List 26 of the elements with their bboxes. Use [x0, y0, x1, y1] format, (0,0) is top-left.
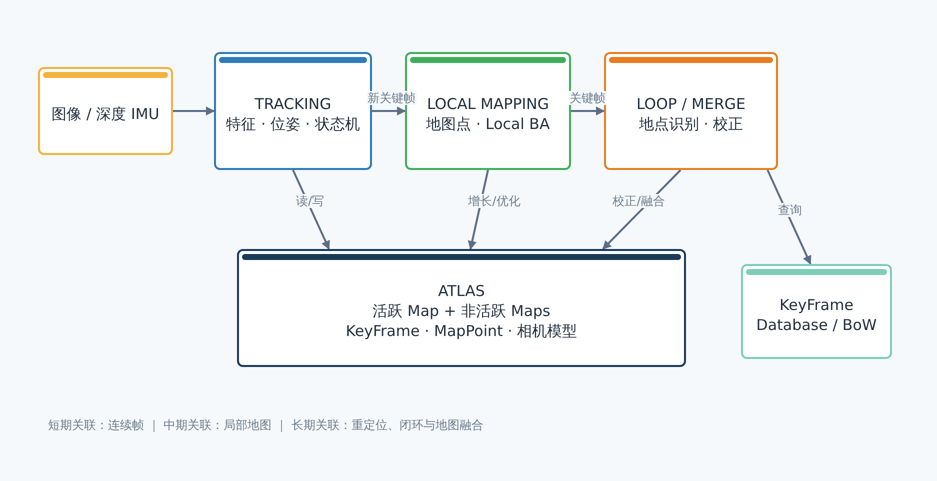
arrow [372, 106, 406, 116]
arrow [571, 106, 605, 116]
note-text: 短期关联：连续帧 ｜ 中期关联：局部地图 ｜ 长期关联：重定位、闭环与地图融合 [48, 417, 484, 434]
process-box [405, 52, 571, 170]
box-text: KeyFrame Database / BoW [755, 294, 878, 334]
edge-label: 查询 [777, 203, 803, 217]
process-box [604, 52, 778, 170]
box-text: 特征 · 位姿 · 状态机 [226, 114, 360, 134]
edge-label: 读/写 [295, 194, 326, 208]
box-title: LOCAL MAPPING [426, 94, 550, 114]
process-box [741, 264, 892, 359]
box-text: 图像 / 深度 IMU [52, 104, 160, 124]
edge-label: 增长/优化 [467, 194, 522, 208]
box-title: LOOP / MERGE [636, 94, 746, 114]
edge-label: 新关键帧 [366, 91, 416, 105]
edge-label: 关键帧 [568, 91, 606, 105]
box-text: 活跃 Map + 非活跃 Maps [372, 301, 550, 321]
box-text: 地点识别 · 校正 [638, 114, 744, 134]
box-title: TRACKING [254, 94, 332, 114]
box-text: 地图点 · Local BA [426, 114, 550, 134]
box-text: KeyFrame · MapPoint · 相机模型 [346, 321, 578, 341]
edge-label: 校正/融合 [612, 194, 666, 208]
arrow [173, 106, 215, 116]
process-box [237, 249, 686, 367]
box-title: ATLAS [438, 281, 485, 301]
process-box [38, 67, 173, 155]
